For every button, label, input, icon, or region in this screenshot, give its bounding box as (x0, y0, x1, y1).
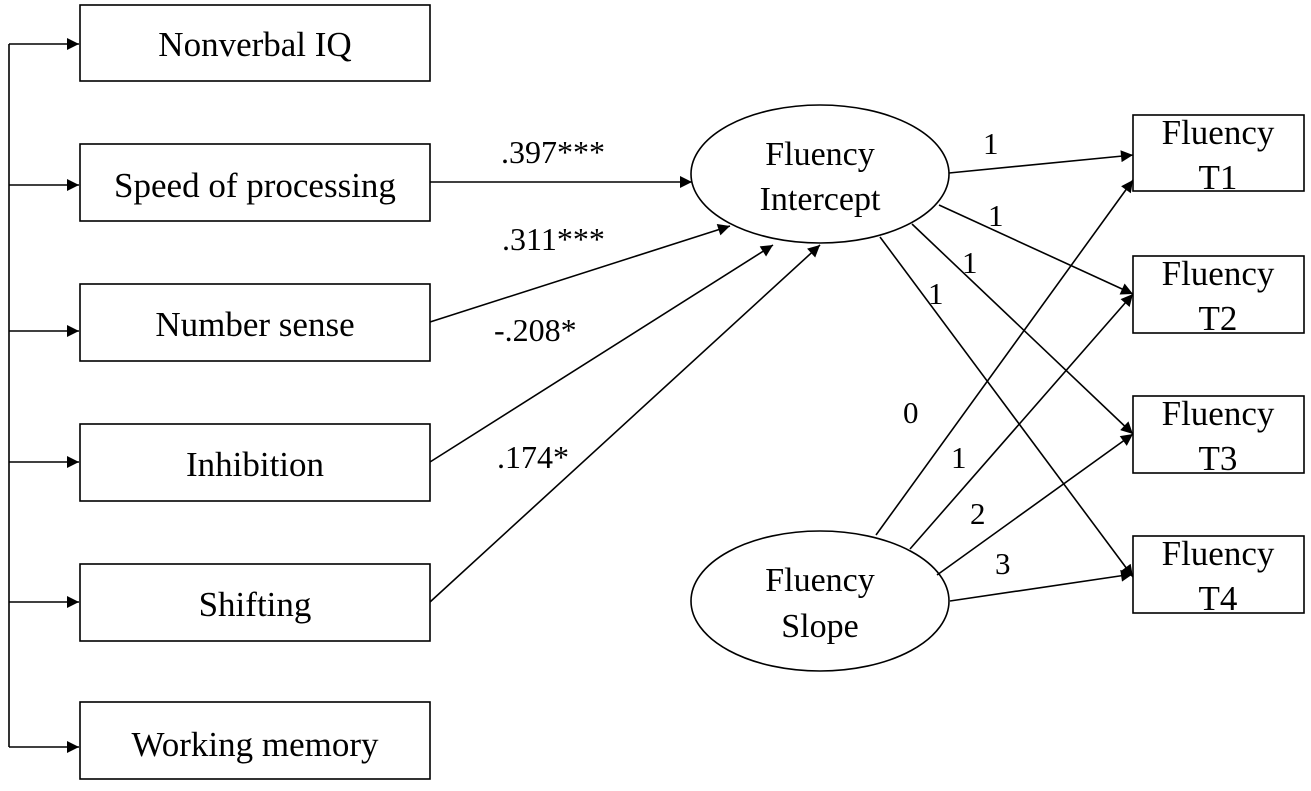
outcome-box-t3: Fluency T3 (1132, 394, 1305, 478)
predictor-label: Speed of processing (114, 166, 396, 205)
predictor-box-working-memory: Working memory (79, 701, 431, 780)
slope-loading-t4: 3 (995, 546, 1011, 581)
regression-paths (429, 176, 821, 603)
slope-to-t4 (949, 569, 1134, 602)
coefficient-inhibition: -.208* (494, 312, 577, 348)
latent-slope-line2: Slope (781, 608, 858, 645)
outcome-box-t4: Fluency T4 (1132, 534, 1305, 618)
predictor-box-shifting: Shifting (79, 563, 431, 642)
outcome-label-line2: T1 (1199, 158, 1238, 197)
intercept-to-t3 (911, 223, 1134, 435)
intercept-to-t1 (948, 150, 1134, 174)
latent-intercept-line2: Intercept (760, 181, 881, 218)
predictor-box-number-sense: Number sense (79, 283, 431, 362)
intercept-loading-paths (879, 150, 1134, 578)
intercept-loading-t3: 1 (962, 245, 978, 280)
outcome-box-t1: Fluency T1 (1132, 113, 1305, 197)
slope-to-t2 (909, 293, 1134, 550)
outcome-label-line2: T3 (1199, 439, 1238, 478)
predictor-bracket (8, 38, 79, 753)
predictor-label: Shifting (199, 585, 312, 624)
intercept-to-t4 (879, 236, 1134, 578)
outcome-label-line1: Fluency (1162, 394, 1275, 433)
slope-loading-paths (875, 179, 1134, 602)
coefficient-speed: .397*** (501, 134, 605, 170)
slope-loading-t1: 0 (903, 395, 919, 430)
outcome-label-line1: Fluency (1162, 534, 1275, 573)
latent-intercept: Fluency Intercept (690, 104, 950, 244)
slope-to-t3 (936, 433, 1134, 576)
outcome-label-line2: T2 (1199, 299, 1238, 338)
predictor-label: Working memory (132, 725, 379, 764)
outcome-label-line2: T4 (1199, 579, 1238, 618)
predictor-box-speed-of-processing: Speed of processing (79, 143, 431, 222)
latent-intercept-line1: Fluency (765, 136, 875, 173)
path-inhibition-to-intercept (429, 244, 774, 463)
intercept-loading-t4: 1 (928, 276, 944, 311)
outcome-label-line1: Fluency (1162, 254, 1275, 293)
slope-loading-t3: 2 (970, 496, 986, 531)
predictor-label: Inhibition (186, 445, 324, 484)
predictor-box-inhibition: Inhibition (79, 423, 431, 502)
intercept-to-t2 (938, 204, 1134, 295)
outcome-label-line1: Fluency (1162, 113, 1275, 152)
latent-slope: Fluency Slope (690, 530, 950, 672)
intercept-loading-t1: 1 (983, 126, 999, 161)
slope-to-t1 (875, 179, 1134, 536)
outcome-box-t2: Fluency T2 (1132, 254, 1305, 338)
path-shifting-to-intercept (429, 244, 821, 603)
intercept-loading-t2: 1 (988, 198, 1004, 233)
predictor-label: Nonverbal IQ (158, 25, 351, 64)
coefficient-shifting: .174* (497, 439, 569, 475)
slope-loading-t2: 1 (951, 440, 967, 475)
predictor-box-nonverbal-iq: Nonverbal IQ (79, 4, 431, 82)
predictor-label: Number sense (155, 305, 354, 344)
latent-slope-line1: Fluency (765, 562, 875, 599)
path-number-sense-to-intercept (429, 223, 731, 323)
coefficient-number-sense: .311*** (502, 221, 605, 257)
